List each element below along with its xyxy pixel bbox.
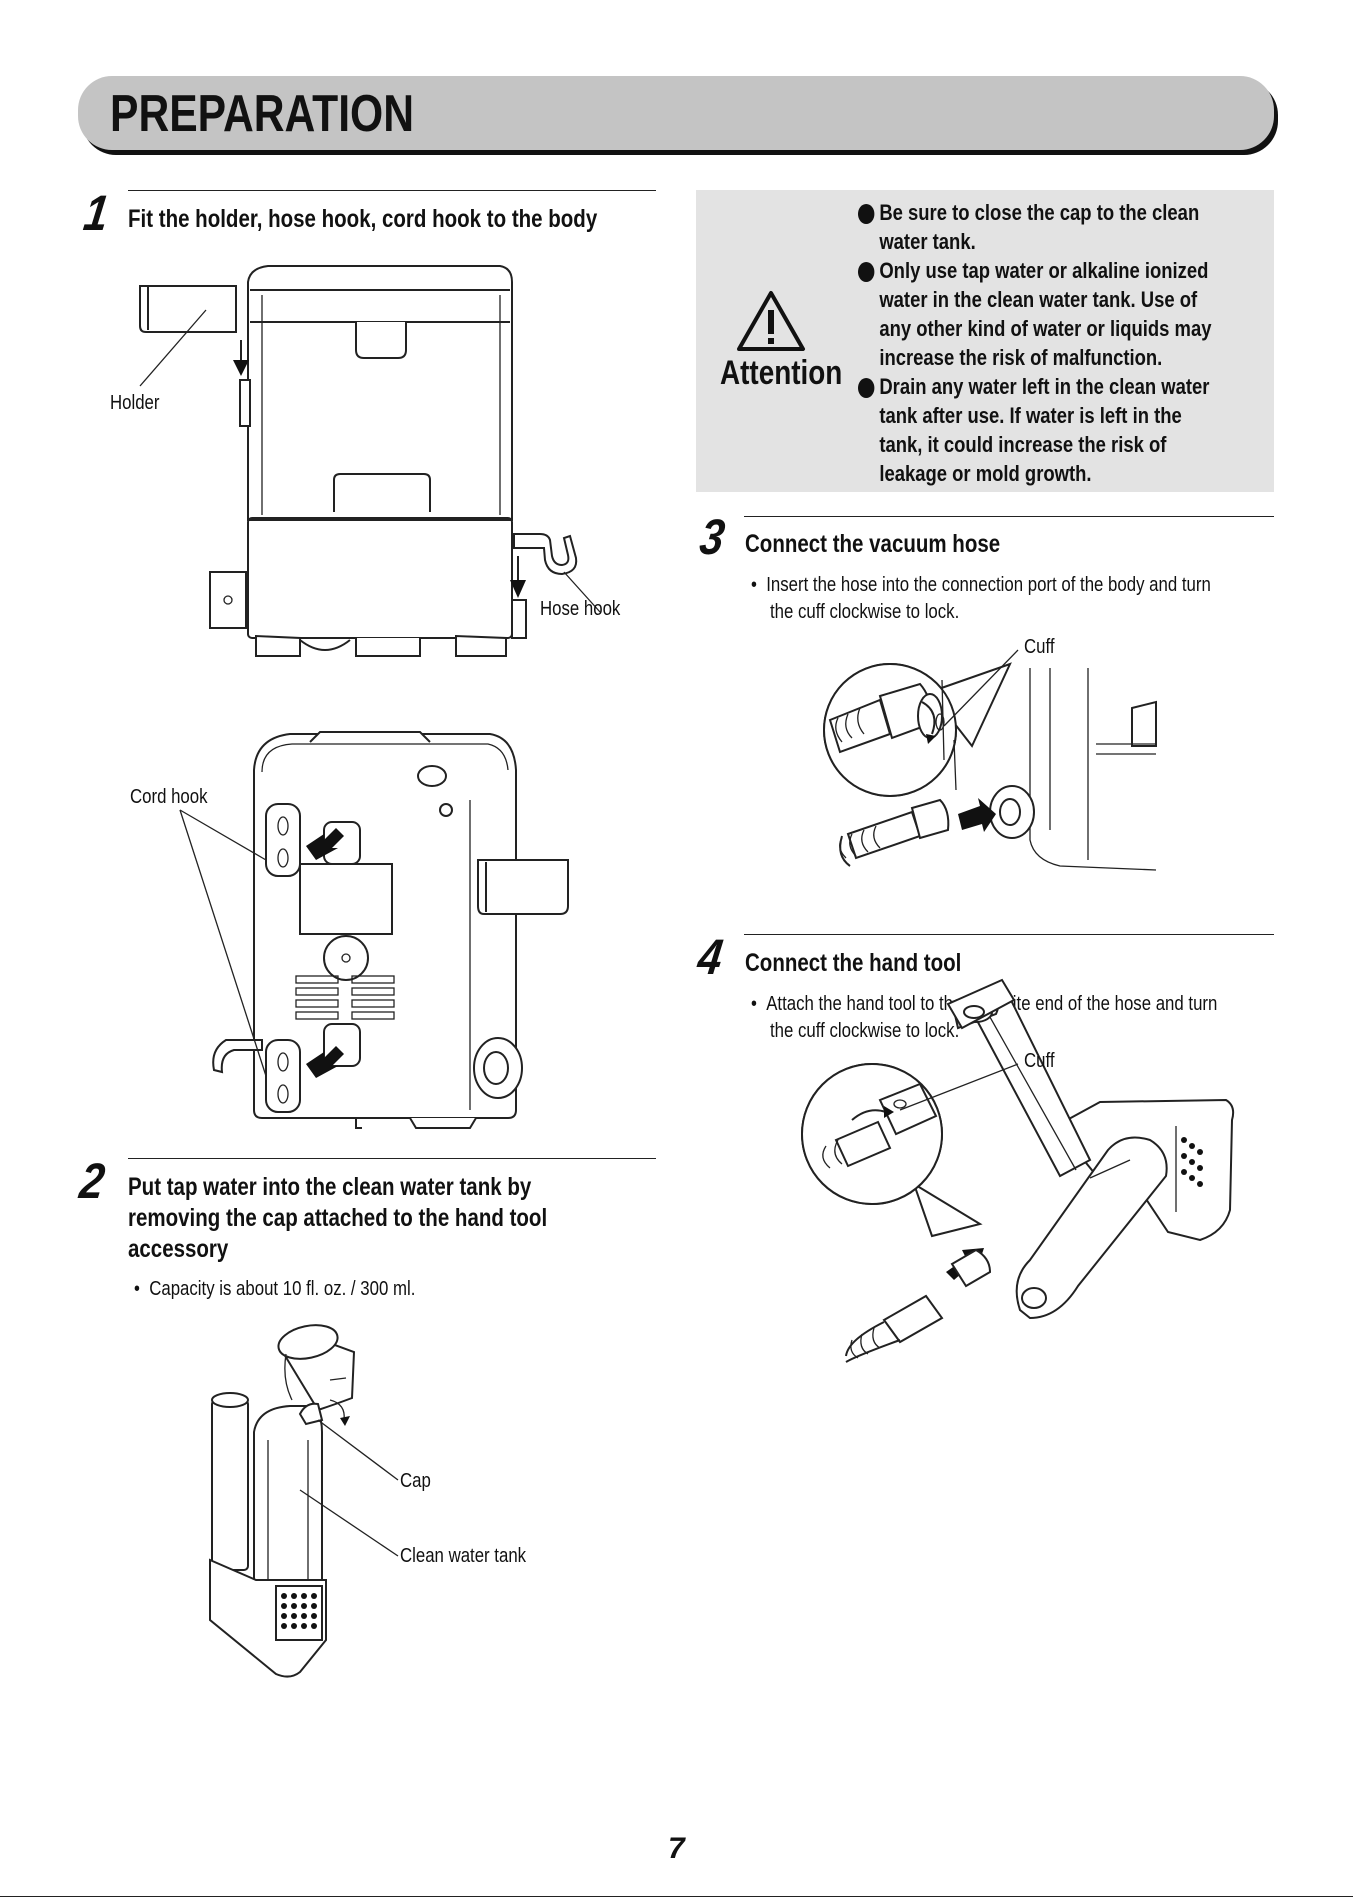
- step-4-title: Connect the hand tool: [745, 949, 962, 977]
- page-bottom-rule: [0, 1896, 1353, 1897]
- warning-triangle-icon: [737, 291, 805, 351]
- step-2-title-line-3: accessory: [128, 1235, 229, 1263]
- step-3-bullet-line-1: • Insert the hose into the connection po…: [751, 574, 1211, 596]
- step-4-rule: [744, 934, 1274, 935]
- cap-label: Cap: [400, 1470, 431, 1492]
- clean-water-tank-label: Clean water tank: [400, 1545, 527, 1567]
- step-2-title-line-2: removing the cap attached to the hand to…: [128, 1204, 548, 1232]
- page-title: PREPARATION: [110, 85, 415, 143]
- step-3-bullet-line-2: the cuff clockwise to lock.: [770, 601, 960, 623]
- section-banner: PREPARATION: [78, 76, 1274, 150]
- step-2-rule: [128, 1158, 656, 1159]
- cuff-label-step-4: Cuff: [1024, 1050, 1055, 1072]
- step-3-rule: [744, 516, 1274, 517]
- attention-heading: Attention: [720, 354, 843, 392]
- page-number: 7: [668, 1832, 685, 1865]
- step-1-title: Fit the holder, hose hook, cord hook to …: [128, 205, 598, 233]
- step-1-rule: [128, 190, 656, 191]
- hose-hook-label: Hose hook: [540, 598, 621, 620]
- step-2-bullet: • Capacity is about 10 fl. oz. / 300 ml.: [134, 1278, 416, 1300]
- holder-label: Holder: [110, 392, 160, 414]
- step-4-bullet-line-2: the cuff clockwise to lock.: [770, 1020, 960, 1042]
- attention-box: Attention Be sure to close the cap to th…: [696, 190, 1274, 492]
- step-3-title: Connect the vacuum hose: [745, 530, 1001, 558]
- cuff-label-step-3: Cuff: [1024, 636, 1055, 658]
- step-2-title-line-1: Put tap water into the clean water tank …: [128, 1173, 532, 1201]
- cord-hook-label: Cord hook: [130, 786, 208, 808]
